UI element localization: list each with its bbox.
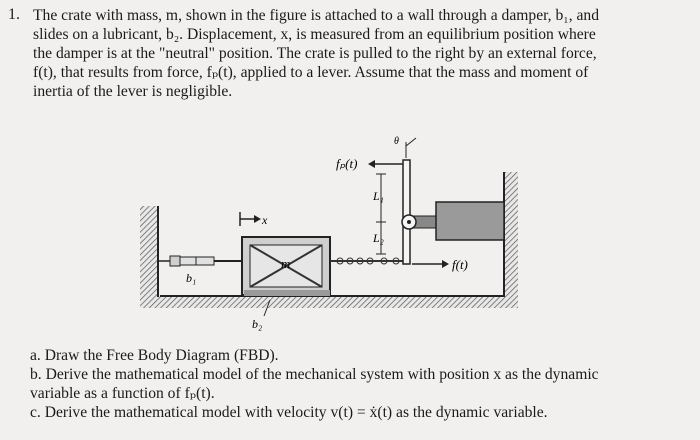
damper-b1 <box>158 255 242 267</box>
lubricant-b2 <box>244 290 330 296</box>
mechanical-system-figure: b₁ m b₂ x <box>140 130 530 340</box>
part-c: c. Derive the mathematical model with ve… <box>30 404 548 421</box>
label-theta: θ <box>394 136 399 147</box>
label-m: m <box>281 256 290 271</box>
part-b-continued: variable as a function of fₚ(t). <box>30 385 215 402</box>
problem-line-4: f(t), that results from force, fₚ(t), ap… <box>33 64 589 81</box>
support-block <box>435 201 505 241</box>
problem-line-5: inertia of the lever is negligible. <box>33 83 233 100</box>
lever <box>402 159 411 265</box>
question-parts: a. Draw the Free Body Diagram (FBD). b. … <box>30 346 690 422</box>
label-b2: b₂ <box>252 317 262 331</box>
cable <box>330 257 406 265</box>
ft-arrow-head <box>442 260 449 268</box>
problem-line-3: the damper is at the "neutral" position.… <box>33 45 597 62</box>
label-L2: L₂ <box>372 231 384 245</box>
problem-text: The crate with mass, m, shown in the fig… <box>33 6 683 101</box>
left-wall-hatch <box>140 206 158 306</box>
problem-line-1: The crate with mass, m, shown in the fig… <box>33 7 600 24</box>
x-arrow-head <box>254 215 261 223</box>
label-L1: L₁ <box>372 189 384 203</box>
label-x: x <box>261 213 268 227</box>
problem-line-2: slides on a lubricant, b₂. Displacement,… <box>33 26 596 43</box>
fp-arrow-head <box>368 160 375 168</box>
problem-number: 1. <box>8 6 20 23</box>
part-b: b. Derive the mathematical model of the … <box>30 366 599 383</box>
figure-svg: b₁ m b₂ x <box>140 136 518 331</box>
right-wall-hatch <box>504 172 518 302</box>
label-ft: f(t) <box>452 257 468 272</box>
crate <box>241 236 331 296</box>
label-b1: b₁ <box>186 271 196 285</box>
ground-hatch <box>140 296 518 308</box>
part-a: a. Draw the Free Body Diagram (FBD). <box>30 347 279 364</box>
pivot-center <box>407 220 411 224</box>
b2-leader <box>263 299 271 317</box>
label-fp: fₚ(t) <box>336 156 357 171</box>
theta-arc <box>405 137 417 147</box>
